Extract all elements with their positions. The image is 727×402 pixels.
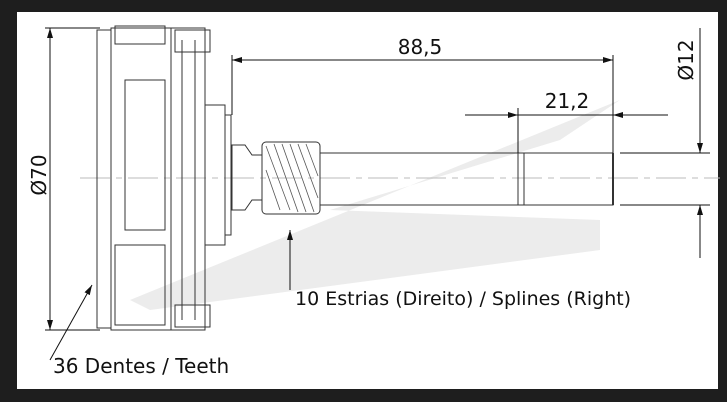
splines-annotation: 10 Estrias (Direito) / Splines (Right) <box>295 288 631 310</box>
shaft <box>231 141 614 215</box>
dim-88-5: 88,5 <box>398 35 443 59</box>
dim-diameter-12: Ø12 <box>674 39 698 80</box>
teeth-annotation: 36 Dentes / Teeth <box>53 354 229 378</box>
teeth-leader <box>49 284 93 361</box>
pinion-splines <box>265 143 319 213</box>
dim-diameter-70: Ø70 <box>27 154 51 195</box>
dim-21-2: 21,2 <box>545 89 590 113</box>
housing <box>96 25 232 331</box>
